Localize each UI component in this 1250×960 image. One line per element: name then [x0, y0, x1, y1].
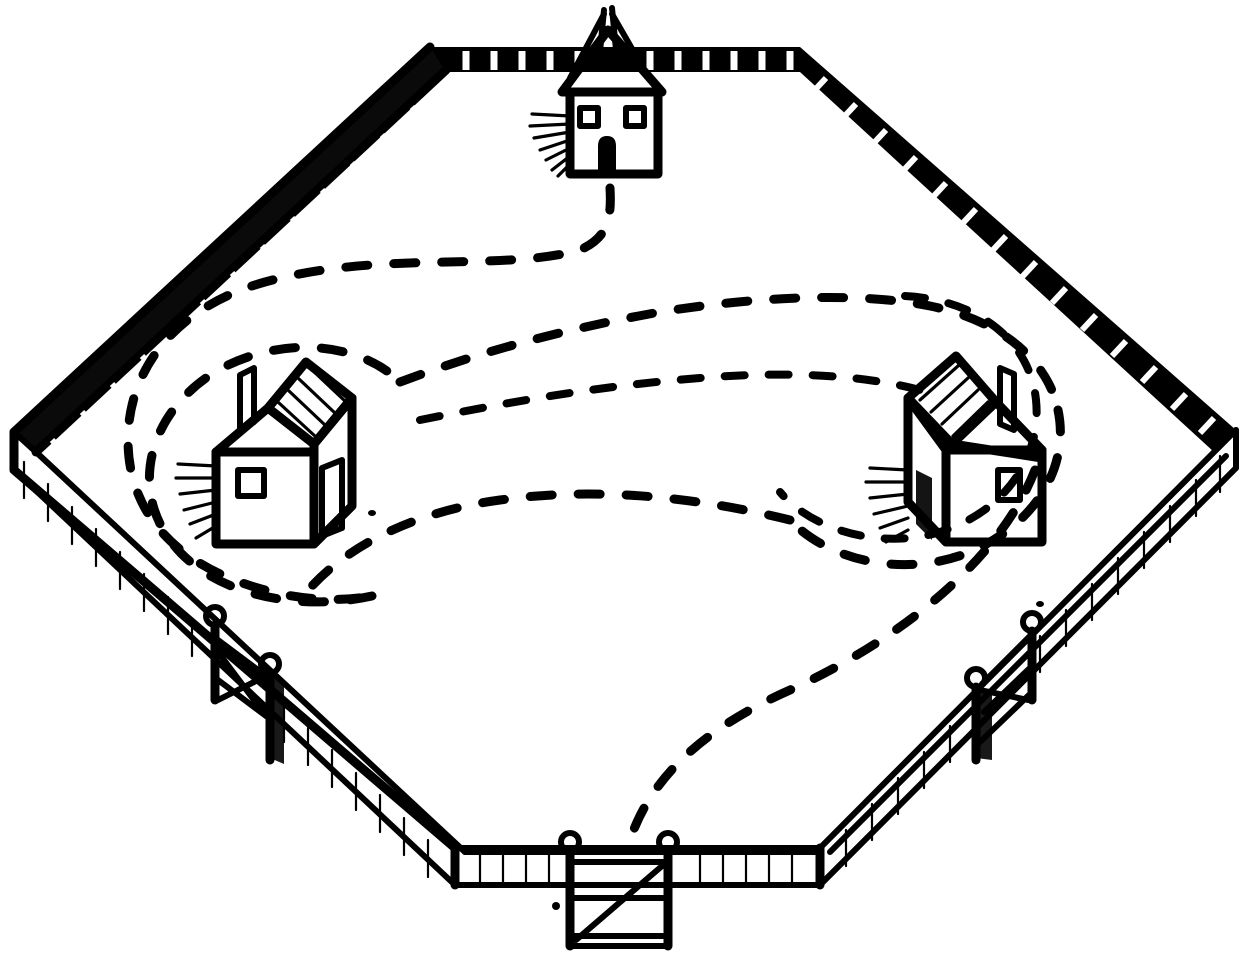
dashed-paths [123, 183, 1065, 845]
path-right-loop [785, 405, 1065, 570]
hatch-rays [528, 112, 572, 178]
window [623, 105, 647, 129]
path-to-south-gate [625, 465, 1040, 845]
fence-south-run [450, 843, 823, 890]
house-left [174, 357, 357, 549]
fence-north-west-run [9, 42, 451, 458]
house-right [864, 351, 1047, 547]
hatch-rays [174, 462, 218, 540]
path-spine-upper [416, 370, 944, 424]
shaded-side-panel [916, 470, 932, 540]
hatch-rays [864, 466, 910, 544]
path-left-loop [144, 342, 405, 607]
fence-north-east-run [800, 47, 1236, 452]
gate-house [528, 5, 667, 179]
path-center-lower [295, 489, 795, 605]
fence-north-run [430, 47, 800, 72]
window [577, 105, 601, 129]
doorway [598, 136, 616, 178]
path-gatehouse-loop [123, 183, 615, 604]
window [995, 467, 1023, 503]
gate-south[interactable] [558, 830, 680, 951]
window [235, 467, 267, 499]
gate-south-east[interactable] [964, 610, 1044, 765]
door [319, 457, 345, 539]
fence-south-west-run [9, 427, 468, 888]
path-center-spine [395, 292, 1063, 415]
gate-south-west[interactable] [203, 604, 284, 765]
ink-specks [368, 510, 1044, 910]
